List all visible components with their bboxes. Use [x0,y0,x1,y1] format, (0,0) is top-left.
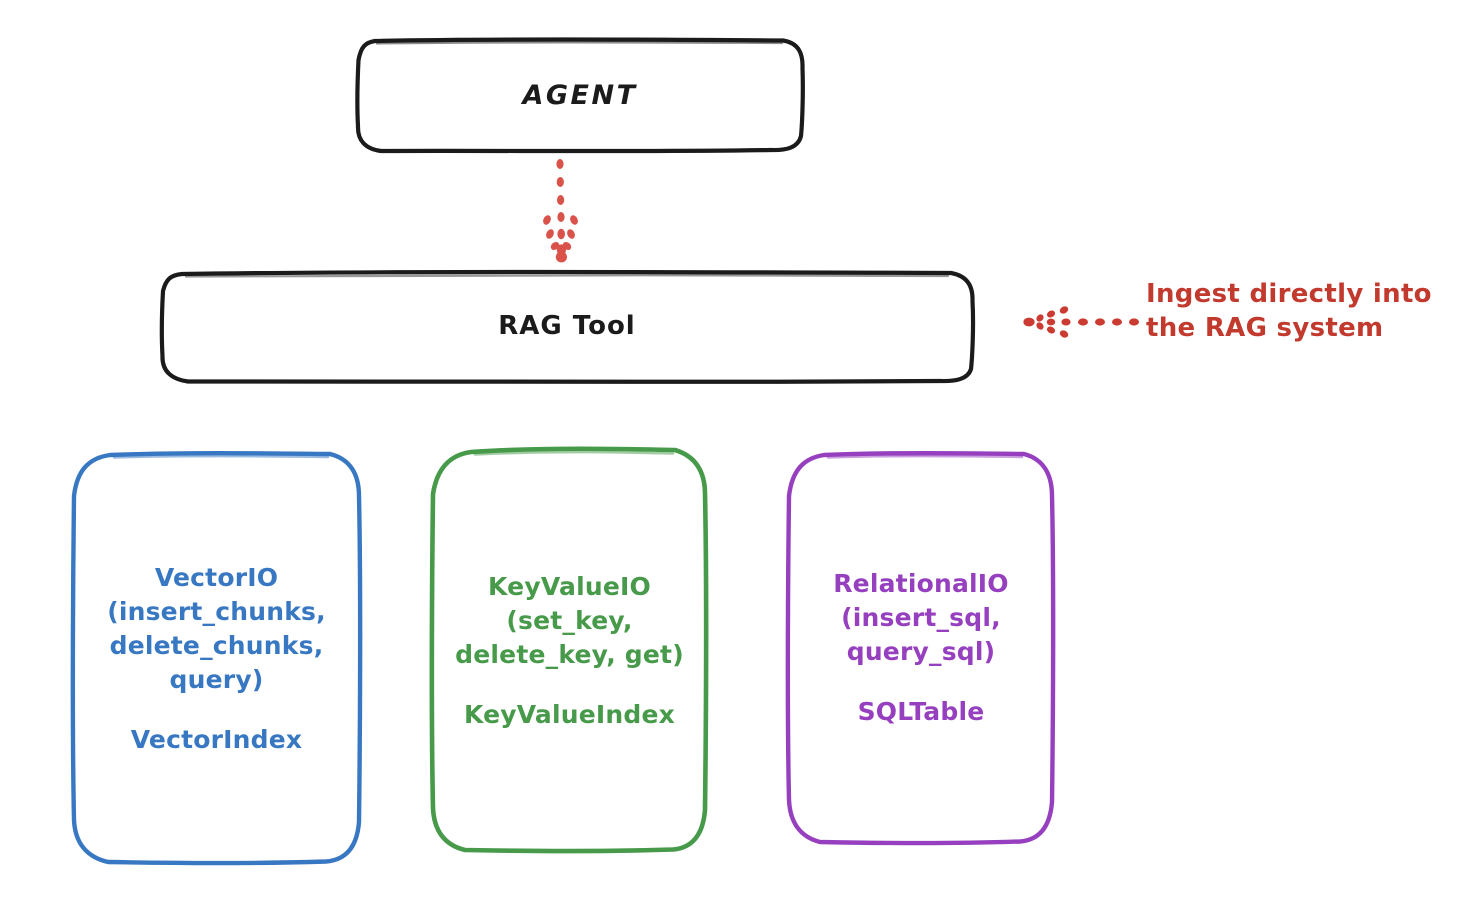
keyvalue-io-gap [455,672,684,698]
vector-io-text: VectorIO (insert_chunks, delete_chunks, … [107,561,326,757]
node-relational-io[interactable]: RelationalIO (insert_sql, query_sql) SQLT… [784,450,1058,846]
edge-agent-to-rag-tool [512,158,608,268]
keyvalue-io-label: KeyValueIO (set_key, delete_key, get) [455,571,684,669]
keyvalue-io-sublabel: KeyValueIndex [463,699,676,729]
rag-tool-label: RAG Tool [498,311,636,342]
node-vector-io[interactable]: VectorIO (insert_chunks, delete_chunks, … [68,450,365,867]
vector-io-gap [107,697,326,723]
agent-label: AGENT [522,79,638,111]
relational-io-text: RelationalIO (insert_sql, query_sql) SQLT… [833,567,1009,729]
keyvalue-io-text: KeyValueIO (set_key, delete_key, get) Key… [455,570,684,732]
vector-io-label: VectorIO (insert_chunks, delete_chunks, … [107,562,326,694]
dotted-left-arrow-icon [1023,306,1139,338]
relational-io-gap [833,669,1009,695]
relational-io-label: RelationalIO (insert_sql, query_sql) [833,568,1009,666]
dotted-down-arrow-icon [543,159,578,263]
edge-ingest-to-rag-tool [1020,300,1140,344]
vector-io-sublabel: VectorIndex [130,724,303,754]
node-agent[interactable]: AGENT [355,37,805,154]
relational-io-sublabel: SQLTable [857,696,985,726]
annotation-ingest-note: Ingest directly into the RAG system [1146,279,1432,343]
node-rag-tool[interactable]: RAG Tool [158,269,976,385]
node-keyvalue-io[interactable]: KeyValueIO (set_key, delete_key, get) Key… [427,446,712,855]
